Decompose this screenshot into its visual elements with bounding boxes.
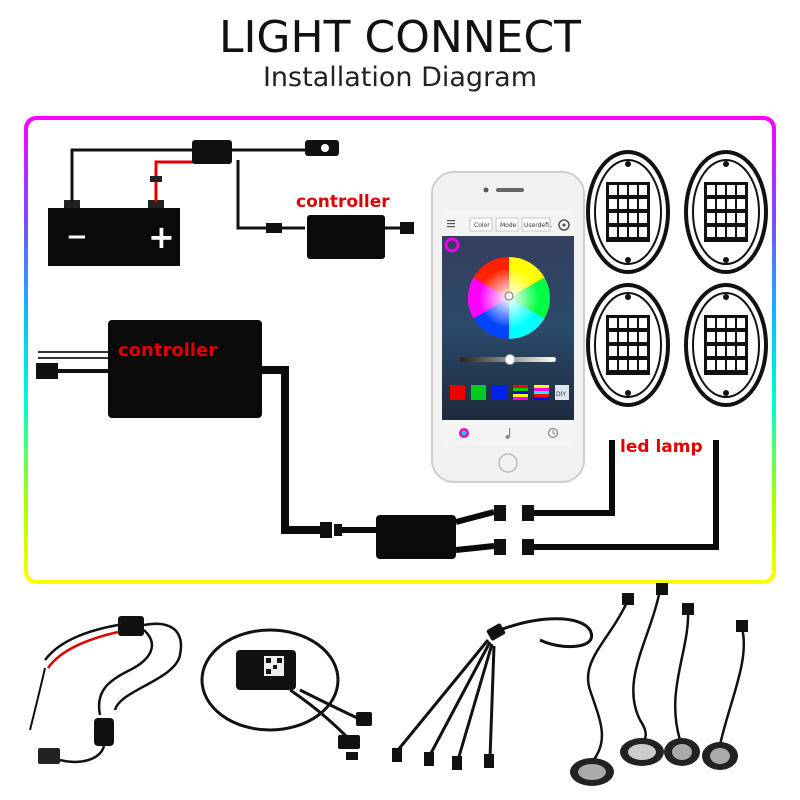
bluetooth-controller-photo [200,628,372,760]
diy-label: DIY [556,391,566,398]
inline-fuse-box [192,140,232,164]
controller-main-label: controller [118,340,217,361]
controller-box-main [108,320,262,418]
swatch-stripes-a[interactable] [513,385,528,400]
led-lamp-label: led lamp [620,437,703,457]
tab-color[interactable] [469,217,493,232]
battery-minus: − [66,222,88,252]
battery: − + [48,200,180,266]
smartphone: Color Mode Userdefi.. [431,171,585,483]
negative-wire [70,148,195,202]
music-icon[interactable] [505,428,511,439]
splitter-cable-photo [392,617,594,770]
positive-wire [154,160,195,202]
controller-top-label: controller [296,192,390,212]
slider-handle[interactable] [504,354,516,365]
led-lamp [684,283,768,407]
tab-mode-label: Mode [500,222,517,229]
swatch-green[interactable] [471,385,486,400]
tab-userdefined[interactable] [521,217,551,232]
menu-icon[interactable] [447,220,455,228]
tab-userdefined-label: Userdefi.. [524,222,553,229]
home-button[interactable] [498,453,518,473]
page-title: LIGHT CONNECT [218,12,582,63]
swatch-blue[interactable] [492,385,507,400]
tab-mode[interactable] [495,217,519,232]
led-lamp [684,150,768,274]
diy-button[interactable] [555,385,569,400]
rock-light-pods-photo [570,583,748,786]
splitter-box [376,515,456,559]
page-subtitle: Installation Diagram [262,62,538,93]
controller-box-top [307,215,385,259]
timer-icon[interactable] [547,427,559,439]
led-lamp [586,150,670,274]
gear-icon[interactable] [558,219,570,231]
power-harness-photo [29,616,183,764]
tab-color-label: Color [474,222,490,229]
color-wheel[interactable] [468,257,550,339]
battery-plus: + [148,218,175,256]
swatch-stripes-b[interactable] [534,385,549,400]
led-lamp [586,283,670,407]
swatch-red[interactable] [450,385,465,400]
